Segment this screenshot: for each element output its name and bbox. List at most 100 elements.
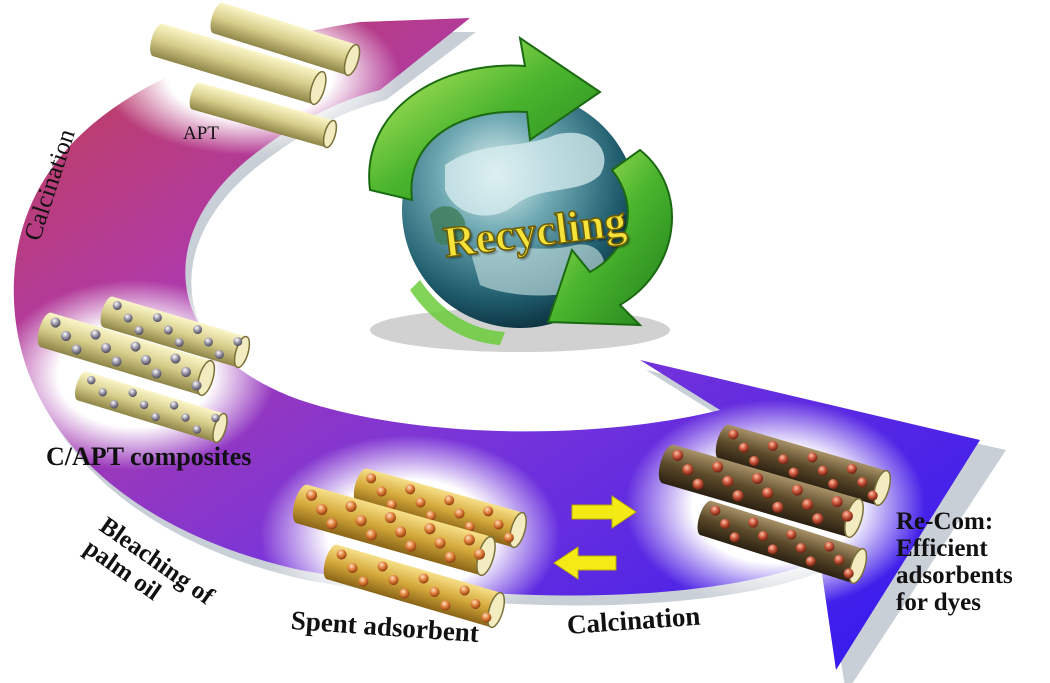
particle — [867, 490, 878, 501]
particle — [376, 486, 387, 497]
particle — [429, 586, 440, 598]
particle — [824, 541, 835, 552]
particle — [377, 561, 388, 572]
particle — [140, 354, 152, 366]
particle — [204, 337, 213, 347]
particle — [50, 317, 61, 328]
label-re-com: Re-Com: Efficient adsorbents for dyes — [896, 508, 1013, 616]
recycle-arrows-icon — [368, 35, 673, 345]
particle — [801, 498, 814, 511]
particle — [366, 473, 377, 484]
spent-rod — [323, 544, 506, 629]
particle — [817, 465, 828, 476]
particle — [211, 413, 220, 423]
particle — [751, 472, 764, 485]
recom-rod — [697, 500, 868, 585]
particle — [772, 501, 784, 513]
particle — [174, 337, 184, 347]
particle — [440, 600, 451, 611]
particle — [459, 585, 470, 596]
particle — [358, 576, 369, 587]
particle — [807, 452, 818, 463]
particle — [169, 401, 179, 410]
particle — [732, 490, 744, 502]
label-apt: APT — [183, 123, 219, 144]
particle — [180, 366, 192, 378]
particle — [87, 376, 96, 385]
particle — [181, 413, 190, 422]
particle — [152, 313, 162, 323]
particle — [109, 400, 119, 409]
particle — [355, 515, 367, 527]
particle — [316, 503, 328, 516]
particle — [503, 532, 514, 543]
particle — [193, 325, 203, 335]
particle — [767, 544, 778, 555]
particle — [749, 456, 760, 467]
particle — [305, 489, 318, 501]
particle — [481, 612, 492, 623]
particle — [857, 477, 868, 488]
particle — [100, 342, 112, 354]
particle — [762, 487, 774, 499]
particle — [424, 523, 436, 535]
particle — [757, 530, 769, 542]
particle — [778, 454, 789, 465]
particle — [454, 508, 465, 519]
particle — [470, 598, 481, 610]
composite-rod — [37, 312, 216, 397]
particle — [841, 510, 853, 522]
particle — [729, 532, 740, 543]
particle — [418, 573, 429, 584]
apt-rod — [189, 82, 338, 149]
particle — [728, 429, 739, 440]
particle — [828, 479, 839, 490]
exchange-arrows-icon — [553, 495, 637, 580]
particle — [843, 568, 854, 579]
particle — [805, 556, 816, 567]
particle — [473, 548, 486, 560]
particle — [434, 537, 446, 549]
particle — [833, 554, 845, 566]
composite-rod — [75, 371, 228, 444]
particle — [71, 344, 82, 355]
particle — [170, 353, 181, 364]
particle — [134, 325, 144, 335]
apt-rod — [150, 23, 327, 106]
composite-rod — [100, 296, 251, 369]
particle — [405, 540, 417, 552]
particle — [394, 526, 407, 538]
particle — [748, 517, 759, 528]
particle — [711, 461, 724, 473]
particle — [444, 551, 456, 563]
particle — [191, 380, 202, 391]
particle — [399, 588, 410, 599]
particle — [345, 500, 357, 513]
particle — [384, 511, 397, 524]
particle — [425, 510, 436, 521]
particle — [365, 529, 377, 541]
particle — [415, 497, 426, 508]
recom-rod — [715, 424, 892, 507]
particle — [233, 337, 243, 347]
particle — [98, 388, 107, 397]
particle — [151, 412, 160, 422]
particle — [692, 478, 704, 490]
particle — [722, 475, 734, 487]
particle — [463, 534, 475, 546]
particle — [464, 521, 475, 532]
particle — [163, 325, 173, 335]
particle — [767, 440, 778, 451]
particle — [111, 356, 122, 367]
particle — [130, 341, 141, 352]
spent-rod — [292, 484, 496, 577]
particle — [326, 518, 338, 530]
particle — [386, 499, 397, 510]
particle — [672, 449, 684, 461]
particle — [483, 506, 494, 517]
particle — [151, 368, 162, 379]
particle — [336, 549, 347, 560]
particle — [719, 518, 731, 530]
